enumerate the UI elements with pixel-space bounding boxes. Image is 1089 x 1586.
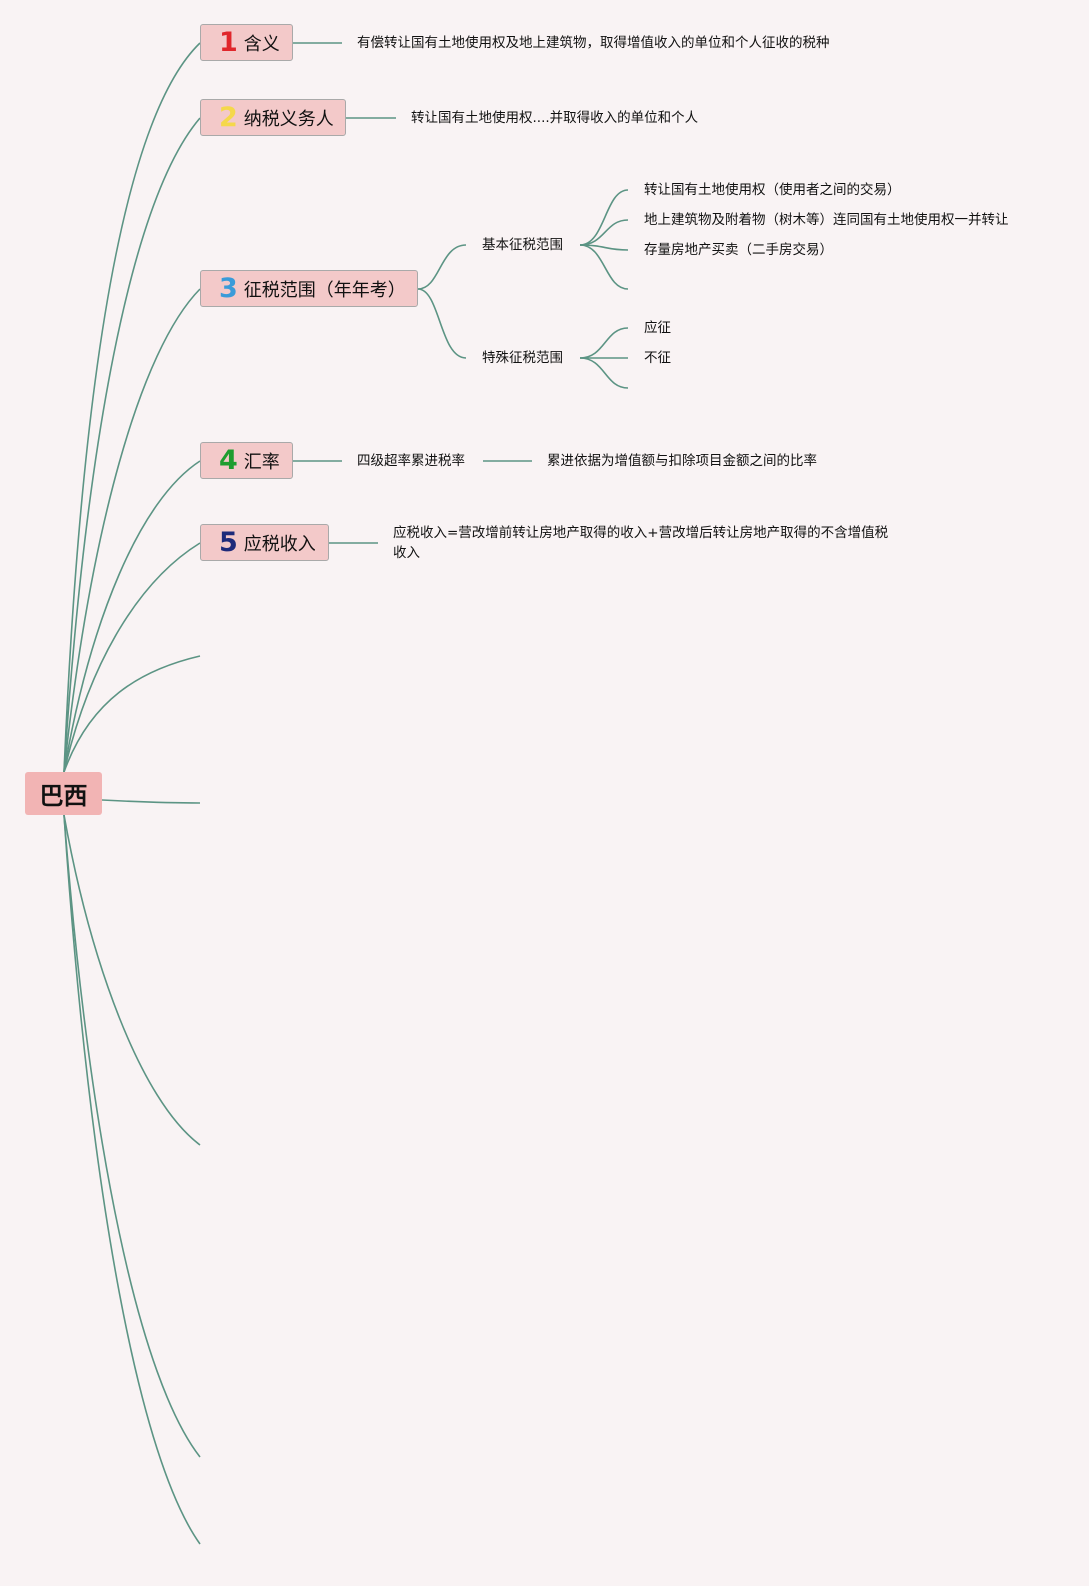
- topic-label: 征税范围（年年考）: [243, 279, 406, 301]
- scope-special-item[interactable]: 应征: [644, 320, 671, 336]
- scope-basic-item[interactable]: 存量房地产买卖（二手房交易）: [644, 242, 833, 258]
- taxpayer-text[interactable]: 转让国有土地使用权....并取得收入的单位和个人: [411, 110, 699, 126]
- scope-basic-item[interactable]: 转让国有土地使用权（使用者之间的交易）: [644, 182, 901, 198]
- scope-special-item[interactable]: 不征: [644, 350, 671, 366]
- number-1-icon: 1: [219, 27, 238, 58]
- income-text[interactable]: 应税收入=营改增前转让房地产取得的收入+营改增后转让房地产取得的不含增值税收入: [393, 525, 889, 561]
- topic-taxable-income[interactable]: 5 应税收入: [200, 524, 329, 561]
- number-4-icon: 4: [219, 445, 238, 476]
- topic-label: 汇率: [243, 451, 280, 473]
- number-5-icon: 5: [219, 527, 238, 558]
- topic-label: 应税收入: [243, 533, 316, 555]
- topic-rate[interactable]: 4 汇率: [200, 442, 293, 479]
- topic-label: 含义: [243, 33, 280, 55]
- number-3-icon: 3: [219, 273, 238, 304]
- root-node[interactable]: 巴西: [25, 772, 102, 815]
- number-2-icon: 2: [219, 102, 238, 133]
- meaning-text[interactable]: 有偿转让国有土地使用权及地上建筑物，取得增值收入的单位和个人征收的税种: [357, 35, 830, 51]
- scope-special-label[interactable]: 特殊征税范围: [482, 350, 563, 366]
- scope-basic-item[interactable]: 地上建筑物及附着物（树木等）连同国有土地使用权一并转让: [644, 212, 1009, 228]
- rate-type-text[interactable]: 四级超率累进税率: [357, 453, 465, 469]
- topic-tax-scope[interactable]: 3 征税范围（年年考）: [200, 270, 418, 307]
- topic-label: 纳税义务人: [243, 108, 334, 130]
- scope-basic-label[interactable]: 基本征税范围: [482, 237, 563, 253]
- topic-meaning[interactable]: 1 含义: [200, 24, 293, 61]
- topic-taxpayer[interactable]: 2 纳税义务人: [200, 99, 346, 136]
- rate-basis-text[interactable]: 累进依据为增值额与扣除项目金额之间的比率: [547, 453, 817, 469]
